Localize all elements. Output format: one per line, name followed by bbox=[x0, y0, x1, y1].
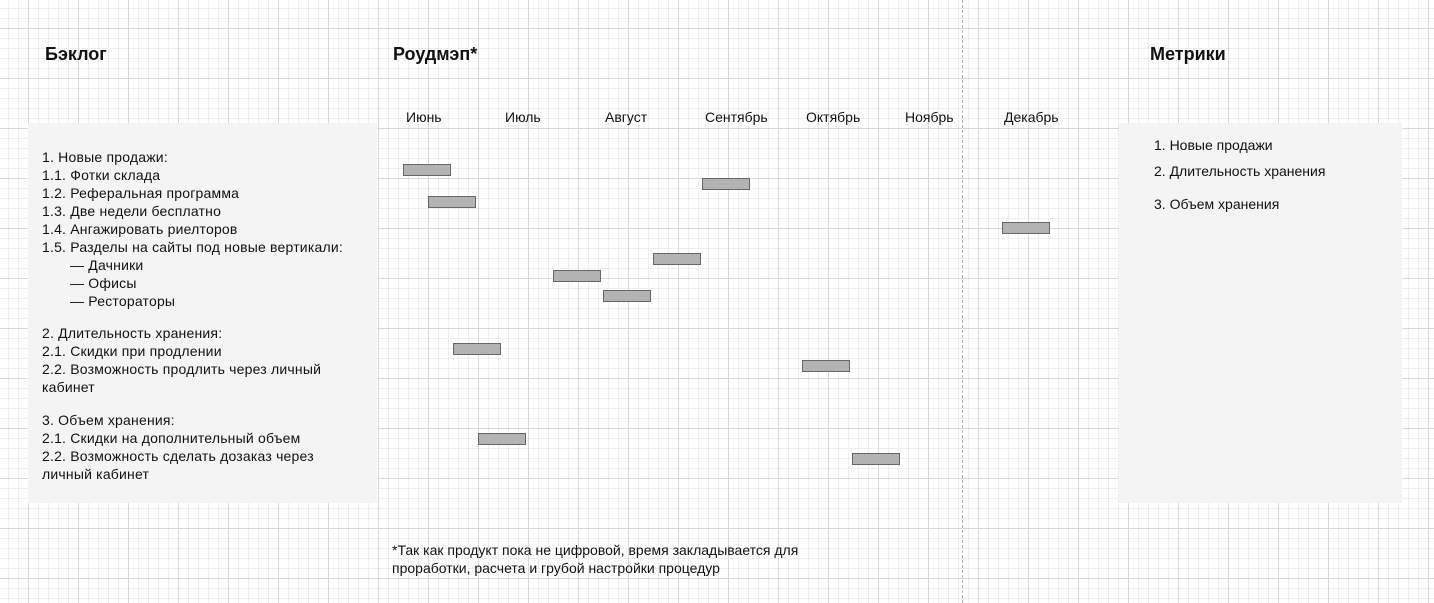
roadmap-bar bbox=[603, 290, 651, 302]
metric-item: 3. Объем хранения bbox=[1154, 196, 1280, 212]
backlog-title: Бэклог bbox=[45, 44, 107, 64]
roadmap-title: Роудмэп* bbox=[393, 44, 478, 64]
section-divider bbox=[962, 0, 963, 603]
backlog-item: 1.2. Реферальная программа bbox=[42, 185, 240, 201]
backlog-item: 2.2. Возможность сделать дозаказ через bbox=[42, 448, 314, 464]
metric-item: 1. Новые продажи bbox=[1154, 137, 1273, 153]
roadmap-bar bbox=[403, 164, 451, 176]
backlog-item: 2.1. Скидки на дополнительный объем bbox=[42, 430, 301, 446]
backlog-item: 1.4. Ангажировать риелторов bbox=[42, 221, 238, 237]
backlog-panel bbox=[28, 123, 377, 503]
roadmap-bar bbox=[1002, 222, 1050, 234]
backlog-subitem: — Рестораторы bbox=[70, 293, 176, 309]
backlog-item: 3. Объем хранения: bbox=[42, 412, 175, 428]
roadmap-bar bbox=[852, 453, 900, 465]
backlog-item: 1. Новые продажи: bbox=[42, 149, 168, 165]
roadmap-bar bbox=[653, 253, 701, 265]
roadmap-bar bbox=[453, 343, 501, 355]
roadmap-bar bbox=[428, 196, 476, 208]
metrics-title: Метрики bbox=[1150, 44, 1226, 64]
roadmap-bar bbox=[802, 360, 850, 372]
backlog-item: 1.3. Две недели бесплатно bbox=[42, 203, 222, 219]
month-label: Сентябрь bbox=[705, 109, 768, 125]
backlog-item: 2.1. Скидки при продлении bbox=[42, 343, 222, 359]
backlog-subitem: — Дачники bbox=[70, 257, 144, 273]
month-label: Ноябрь bbox=[905, 109, 954, 125]
roadmap-bar bbox=[553, 270, 601, 282]
backlog-item: 2. Длительность хранения: bbox=[42, 325, 223, 341]
month-label: Июнь bbox=[406, 109, 442, 125]
month-label: Июль bbox=[505, 109, 541, 125]
backlog-item: 2.2. Возможность продлить через личный bbox=[42, 361, 322, 377]
backlog-item: 1.5. Разделы на сайты под новые вертикал… bbox=[42, 239, 343, 255]
backlog-subitem: — Офисы bbox=[70, 275, 137, 291]
month-label: Август bbox=[605, 109, 648, 125]
backlog-item: 1.1. Фотки склада bbox=[42, 167, 161, 183]
backlog-item: личный кабинет bbox=[42, 466, 150, 482]
month-label: Октябрь bbox=[806, 109, 861, 125]
roadmap-bar bbox=[478, 433, 526, 445]
metric-item: 2. Длительность хранения bbox=[1154, 163, 1326, 179]
month-label: Декабрь bbox=[1004, 109, 1059, 125]
metrics-panel bbox=[1119, 123, 1402, 503]
roadmap-bar bbox=[702, 178, 750, 190]
backlog-item: кабинет bbox=[42, 379, 95, 395]
roadmap-footnote: *Так как продукт пока не цифровой, время… bbox=[392, 542, 799, 576]
